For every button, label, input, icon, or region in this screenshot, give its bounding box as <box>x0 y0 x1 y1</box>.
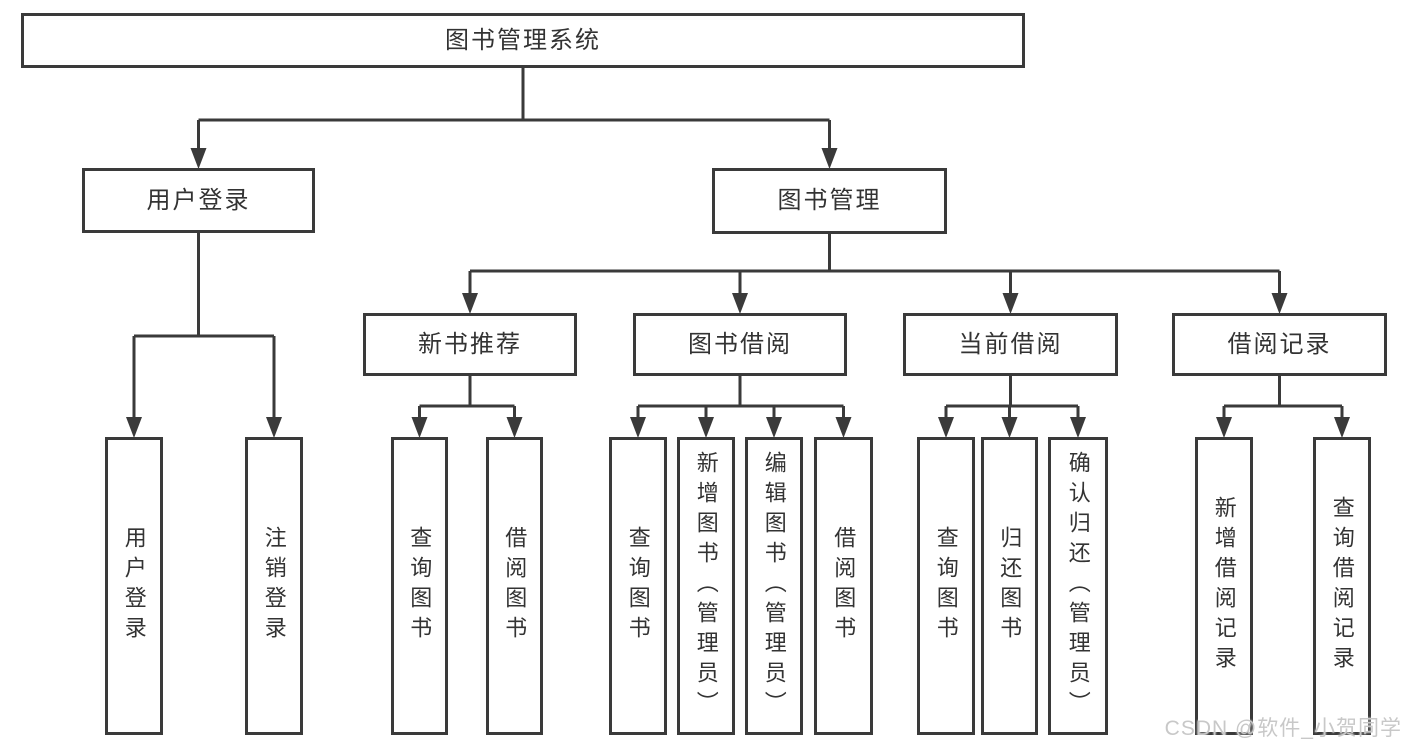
node-records-add-borrow-record: 新增借阅记录 <box>1195 437 1253 735</box>
node-recommend-query-books: 查询图书 <box>391 437 448 735</box>
node-current-return-books: 归还图书 <box>981 437 1038 735</box>
node-borrowing-borrow-books: 借阅图书 <box>814 437 873 735</box>
node-user-login: 用户登录 <box>82 168 315 233</box>
node-user-login-item: 用户登录 <box>105 437 163 735</box>
node-library-system: 图书管理系统 <box>21 13 1025 68</box>
node-borrowing-records: 借阅记录 <box>1172 313 1387 376</box>
node-records-query-borrow-record: 查询借阅记录 <box>1313 437 1371 735</box>
node-new-book-recommend: 新书推荐 <box>363 313 577 376</box>
node-borrowing-add-books-admin: 新增图书（管理员） <box>677 437 735 735</box>
node-logout-item: 注销登录 <box>245 437 303 735</box>
node-current-borrowing: 当前借阅 <box>903 313 1118 376</box>
node-current-query-books: 查询图书 <box>917 437 975 735</box>
node-book-borrowing: 图书借阅 <box>633 313 847 376</box>
watermark: CSDN @软件_小贺同学 <box>1164 717 1402 740</box>
node-borrowing-edit-books-admin: 编辑图书（管理员） <box>745 437 803 735</box>
node-book-management: 图书管理 <box>712 168 947 234</box>
node-recommend-borrow-books: 借阅图书 <box>486 437 543 735</box>
node-current-confirm-return-admin: 确认归还（管理员） <box>1048 437 1108 735</box>
node-borrowing-query-books: 查询图书 <box>609 437 667 735</box>
